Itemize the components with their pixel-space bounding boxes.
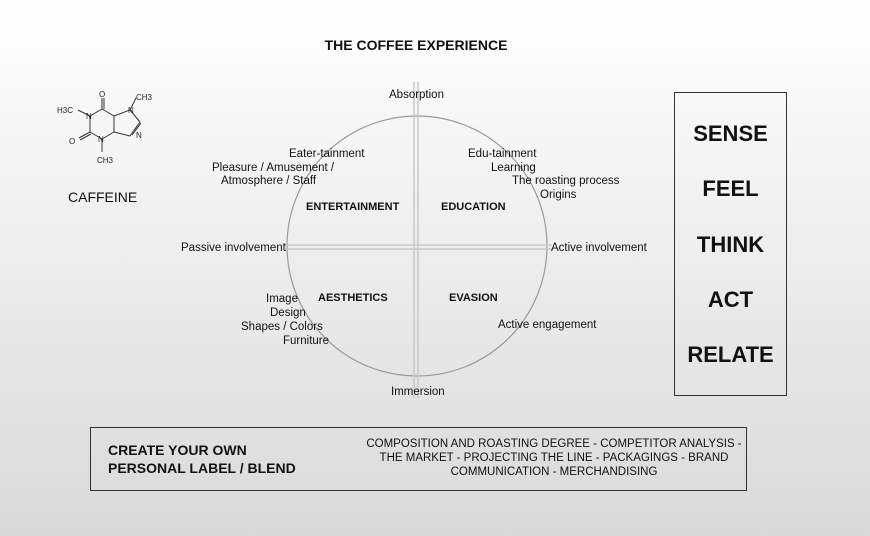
axis-label-active-involvement: Active involvement — [551, 242, 647, 254]
axis-label-passive-involvement: Passive involvement — [181, 242, 286, 254]
molecule-ch3-bottom: CH3 — [97, 156, 114, 165]
annotation-active-engagement: Active engagement — [498, 319, 597, 331]
annotation-eater-tainment: Eater-tainment — [289, 148, 365, 160]
molecule-n-3: N — [98, 135, 104, 144]
axis-label-immersion: Immersion — [391, 386, 445, 398]
annotation-shapes-colors: Shapes / Colors — [241, 321, 323, 333]
quadrant-entertainment: ENTERTAINMENT — [306, 201, 400, 213]
caffeine-label: CAFFEINE — [68, 189, 138, 205]
annotation-roasting-process: The roasting process — [512, 175, 620, 187]
molecule-o-left: O — [69, 137, 75, 146]
verb-act: ACT — [707, 287, 754, 312]
quadrant-evasion: EVASION — [449, 292, 498, 304]
molecule-n-1: N — [86, 112, 92, 121]
annotation-design: Design — [270, 307, 306, 319]
caffeine-molecule-icon: H3C CH3 CH3 O O N N N N — [57, 90, 153, 165]
molecule-n-4: N — [136, 131, 142, 140]
quadrant-education: EDUCATION — [441, 201, 506, 213]
quadrant-aesthetics: AESTHETICS — [318, 292, 388, 304]
blend-steps-text: COMPOSITION AND ROASTING DEGREE - COMPET… — [366, 438, 742, 478]
verb-feel: FEEL — [702, 176, 759, 201]
annotation-learning: Learning — [491, 162, 536, 174]
annotation-edu-tainment: Edu-tainment — [468, 148, 537, 160]
molecule-ch3-top: CH3 — [136, 93, 153, 102]
annotation-pleasure-amusement: Pleasure / Amusement / — [212, 162, 335, 174]
verb-think: THINK — [696, 232, 765, 257]
annotation-origins: Origins — [540, 189, 577, 201]
verb-sense: SENSE — [693, 121, 768, 146]
molecule-o-top: O — [99, 90, 105, 99]
create-line-2: PERSONAL LABEL / BLEND — [108, 460, 296, 476]
molecule-n-2: N — [128, 106, 134, 115]
axis-label-absorption: Absorption — [389, 89, 444, 101]
experience-circle — [286, 115, 548, 377]
create-your-own-heading: CREATE YOUR OWN PERSONAL LABEL / BLEND — [108, 441, 296, 477]
create-blend-box: CREATE YOUR OWN PERSONAL LABEL / BLEND C… — [90, 427, 747, 491]
molecule-ch3-left: H3C — [57, 106, 73, 115]
page-title: THE COFFEE EXPERIENCE — [324, 37, 508, 53]
experience-verbs-box: SENSE FEEL THINK ACT RELATE — [674, 92, 787, 396]
annotation-atmosphere-staff: Atmosphere / Staff — [221, 175, 317, 187]
annotation-image: Image — [266, 293, 298, 305]
verb-relate: RELATE — [687, 342, 774, 367]
create-line-1: CREATE YOUR OWN — [108, 442, 247, 458]
annotation-furniture: Furniture — [283, 335, 330, 347]
